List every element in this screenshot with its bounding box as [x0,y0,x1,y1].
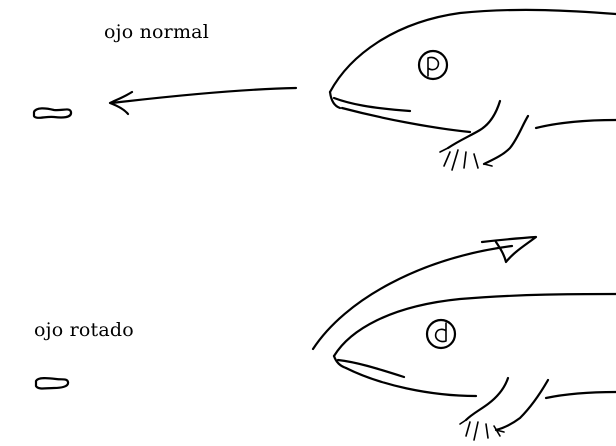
label-ojo-normal: ojo normal [104,21,209,43]
fish-head-top [330,10,616,170]
label-ojo-rotado: ojo rotado [34,319,134,341]
fish-back-bottom [334,294,616,356]
eye-top [419,51,447,79]
fish-leg-bottom [466,378,508,420]
fish-jaw-bottom [346,368,476,396]
fish-back-top [330,10,616,92]
fish-leg-top [448,101,500,148]
eye-bottom [427,320,455,348]
eye-pupil-top [428,57,438,76]
fish-head-bottom [334,294,616,440]
sight-line-arrow-top [112,88,296,103]
fish-belly-bottom [546,392,616,398]
eye-pupil-bottom [436,323,446,342]
perceived-object-top [34,108,71,117]
fish-toes-top [440,148,492,170]
fish-belly-top [536,120,616,128]
fish-toes-bottom [460,420,504,440]
fish-leg-inner-top [484,116,528,164]
perceived-object-bottom [36,378,68,388]
fish-snout-bottom [334,356,346,368]
